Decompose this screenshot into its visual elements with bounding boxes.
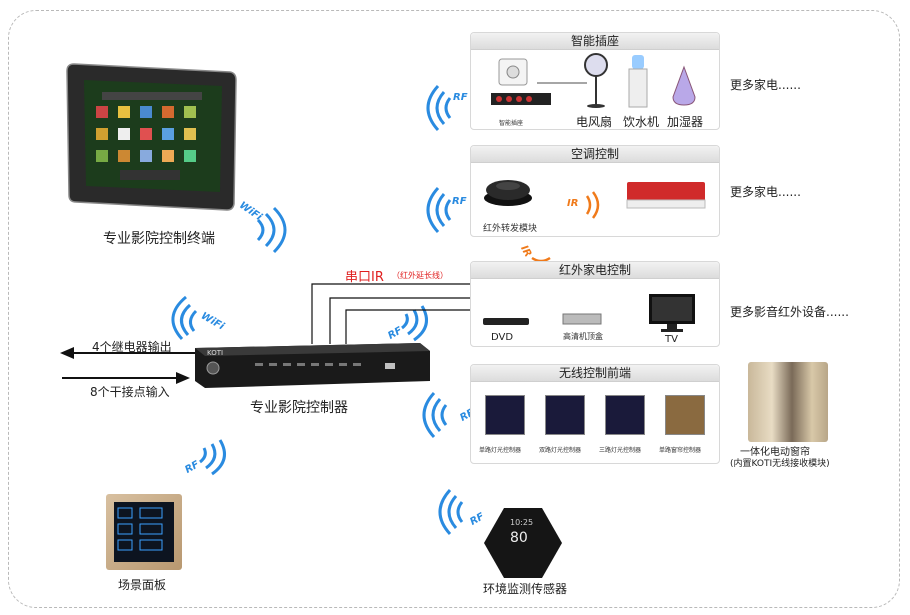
humidifier-icon [672,65,696,106]
env-sensor-device: 10:25 80 [484,508,562,578]
tv-icon [649,294,695,332]
curtain-label-1: 一体化电动窗帘 [740,447,810,458]
ir-label-ac: IR [567,198,579,209]
serial-ir-label: 串口IR [345,270,384,285]
rf-wave-icon [401,305,428,342]
dry-contact-input-label: 8个干接点输入 [90,385,170,399]
dry-contact-input-arrow [62,372,190,384]
smart-socket-title: 智能插座 [471,33,719,50]
tablet-label: 专业影院控制终端 [103,231,215,247]
smart-socket-illustration [491,58,551,105]
smart-socket-label: 智能插座 [499,120,524,127]
wifi-wave-icon [171,295,198,341]
set-top-box-icon [562,313,602,325]
wireless-item-2: 双路灯光控制器 [539,447,582,454]
ir-wave-icon [585,191,600,219]
rf-wave-icon [426,84,452,132]
rf-wave-icon [422,391,448,439]
ir-appliance-title: 红外家电控制 [471,262,719,279]
rf-wave-icon [199,439,226,476]
dvd-icon [483,318,529,325]
ir-item-stb: 高清机顶盒 [563,332,603,341]
relay-output-label: 4个继电器输出 [92,340,172,354]
ir-appliance-more: 更多影音红外设备...... [730,305,849,319]
scene-panel-buttons [117,507,163,551]
socket-cord [537,82,587,84]
wireless-title: 无线控制前端 [471,365,719,382]
water-dispenser-icon [628,55,648,108]
wireless-switch-2 [545,395,585,435]
ir-appliance-panel: 红外家电控制 DVD 高清机顶盒 TV [470,261,720,347]
wireless-panel: 无线控制前端 单路灯光控制器 双路灯光控制器 三路灯光控制器 单路窗帘控制器 [470,364,720,464]
wireless-switch-3 [605,395,645,435]
rf-label-ac: RF [452,196,467,207]
ac-title: 空调控制 [471,146,719,163]
wireless-switch-1 [485,395,525,435]
rf-wave-icon [438,488,464,536]
wireless-item-4: 单路窗帘控制器 [659,447,702,454]
rf-label-socket: RF [453,92,468,103]
wireless-item-1: 单路灯光控制器 [479,447,522,454]
sensor-illustration [484,508,562,578]
wireless-switch-4 [665,395,705,435]
relay-output-arrow [60,347,195,359]
controller-device: KOTI [195,343,430,390]
smart-socket-more: 更多家电...... [730,78,801,92]
controller-label: 专业影院控制器 [250,400,348,416]
fan-icon [584,53,608,108]
sensor-value: 80 [510,530,528,546]
socket-item-humidifier: 加湿器 [667,115,704,129]
brand-logo: KOTI [207,349,224,357]
ir-item-dvd: DVD [491,332,514,343]
wifi-wave-icon [256,206,287,254]
wireless-item-3: 三路灯光控制器 [599,447,642,454]
env-sensor-label: 环境监测传感器 [483,582,568,596]
diagram-frame [8,10,900,608]
ac-module-label: 红外转发模块 [483,224,538,234]
scene-panel-device [106,494,182,570]
serial-ir-sublabel: （红外延长线） [392,271,448,280]
smart-socket-panel: 智能插座 智能插座 电风扇 饮水机 加湿器 [470,32,720,130]
ir-transmitter-icon [484,180,532,206]
sensor-time: 10:25 [510,518,534,527]
curtain-label-2: (内置KOTI无线接收模块) [730,459,830,469]
socket-item-dispenser: 饮水机 [623,115,660,129]
curtain-image [748,362,828,442]
scene-panel-label: 场景面板 [118,578,167,592]
air-conditioner-icon [626,182,706,209]
tablet-device [62,62,237,212]
rf-wave-icon [426,186,452,234]
socket-item-fan: 电风扇 [576,115,613,129]
tablet-illustration [66,63,237,211]
ir-item-tv: TV [665,334,678,345]
ac-more: 更多家电...... [730,185,801,199]
controller-illustration [195,343,430,388]
ac-panel: 空调控制 红外转发模块 IR [470,145,720,237]
